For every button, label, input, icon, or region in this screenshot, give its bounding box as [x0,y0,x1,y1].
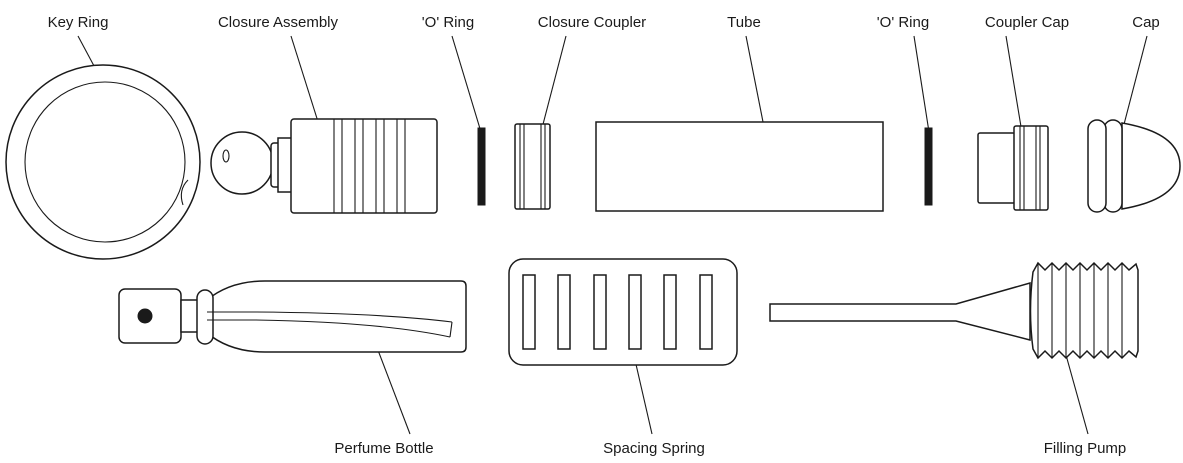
o-ring-1 [477,127,486,206]
label-coupler-cap: Coupler Cap [985,14,1069,31]
coupler-cap [977,125,1049,211]
label-key-ring: Key Ring [48,14,109,31]
key-ring [5,64,201,260]
closure-assembly [210,118,438,214]
leader-o-ring-1 [451,35,482,133]
leader-lines [77,35,1148,435]
leader-tube [745,35,766,133]
leader-closure-assembly [290,35,321,129]
perfume-bottle [118,280,467,353]
label-o-ring-1: 'O' Ring [422,14,474,31]
label-tube: Tube [727,14,761,31]
label-o-ring-2: 'O' Ring [877,14,929,31]
closure-coupler [514,123,551,210]
cap [1087,119,1181,213]
leader-filling-pump [1065,354,1089,435]
label-closure-coupler: Closure Coupler [538,14,646,31]
label-spacing-spring: Spacing Spring [603,440,705,457]
leader-cap [1121,35,1148,133]
leader-o-ring-2 [913,35,930,133]
spacing-spring [508,258,738,366]
leader-perfume-bottle [375,344,411,435]
leader-spacing-spring [634,359,653,435]
label-perfume-bottle: Perfume Bottle [334,440,433,457]
tube [595,121,884,212]
o-ring-2 [924,127,933,206]
leader-closure-coupler [540,35,567,133]
label-closure-assembly: Closure Assembly [218,14,339,31]
filling-pump [769,261,1139,360]
label-cap: Cap [1132,14,1160,31]
label-filling-pump: Filling Pump [1044,440,1127,457]
